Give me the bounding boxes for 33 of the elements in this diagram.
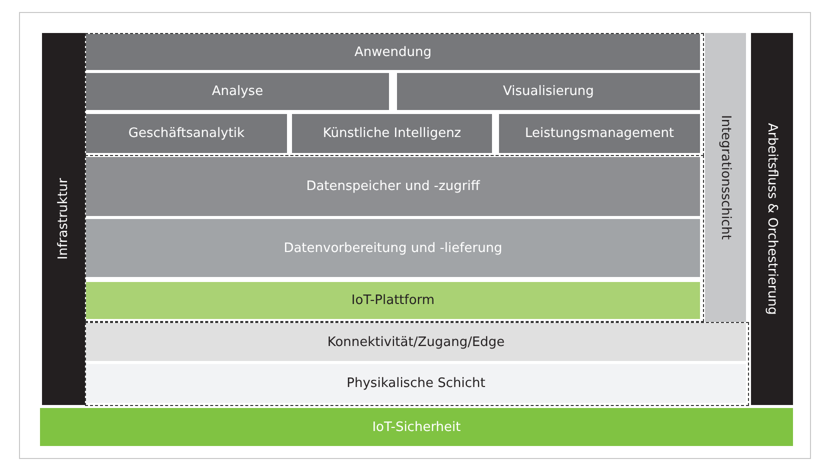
layer-box: [86, 73, 389, 110]
layer-label: Datenvorbereitung und -lieferung: [284, 240, 502, 256]
layer-box: [751, 33, 793, 405]
layer-box: [40, 408, 793, 446]
layer-label: Leistungsmanagement: [524, 126, 674, 141]
layer-box: [86, 323, 746, 361]
dashed-group-outline: [85, 33, 704, 156]
dashed-group-outline: [85, 155, 704, 322]
layer-box: [86, 364, 746, 403]
layer-box: [397, 73, 700, 110]
layer-label: Arbeitsfluss & Orchestrierung: [764, 123, 780, 315]
layer-label: Physikalische Schicht: [346, 376, 486, 391]
layer-label: Integrationsschicht: [718, 115, 733, 240]
layer-label: Analyse: [212, 84, 264, 99]
layer-label: Konnektivität/Zugang/Edge: [327, 334, 505, 350]
layer-box: [86, 157, 700, 216]
layer-box: [499, 114, 700, 153]
layer-label: Anwendung: [354, 44, 432, 60]
layer-label: Künstliche Intelligenz: [322, 126, 462, 141]
layer-label: IoT-Plattform: [351, 293, 435, 308]
layer-box: [292, 114, 492, 153]
layer-label: Geschäftsanalytik: [128, 126, 245, 141]
layer-box: [86, 219, 700, 277]
layer-label: Visualisierung: [503, 84, 594, 99]
layer-label: Datenspeicher und -zugriff: [306, 179, 480, 194]
layer-label: Infrastruktur: [56, 178, 71, 260]
dashed-group-outline: [85, 322, 749, 406]
layer-label: IoT-Sicherheit: [372, 420, 461, 434]
layer-box: [86, 114, 287, 153]
layer-box: [705, 33, 746, 322]
layer-box: [42, 33, 85, 405]
layer-box: [86, 282, 700, 319]
layer-box: [86, 34, 700, 70]
